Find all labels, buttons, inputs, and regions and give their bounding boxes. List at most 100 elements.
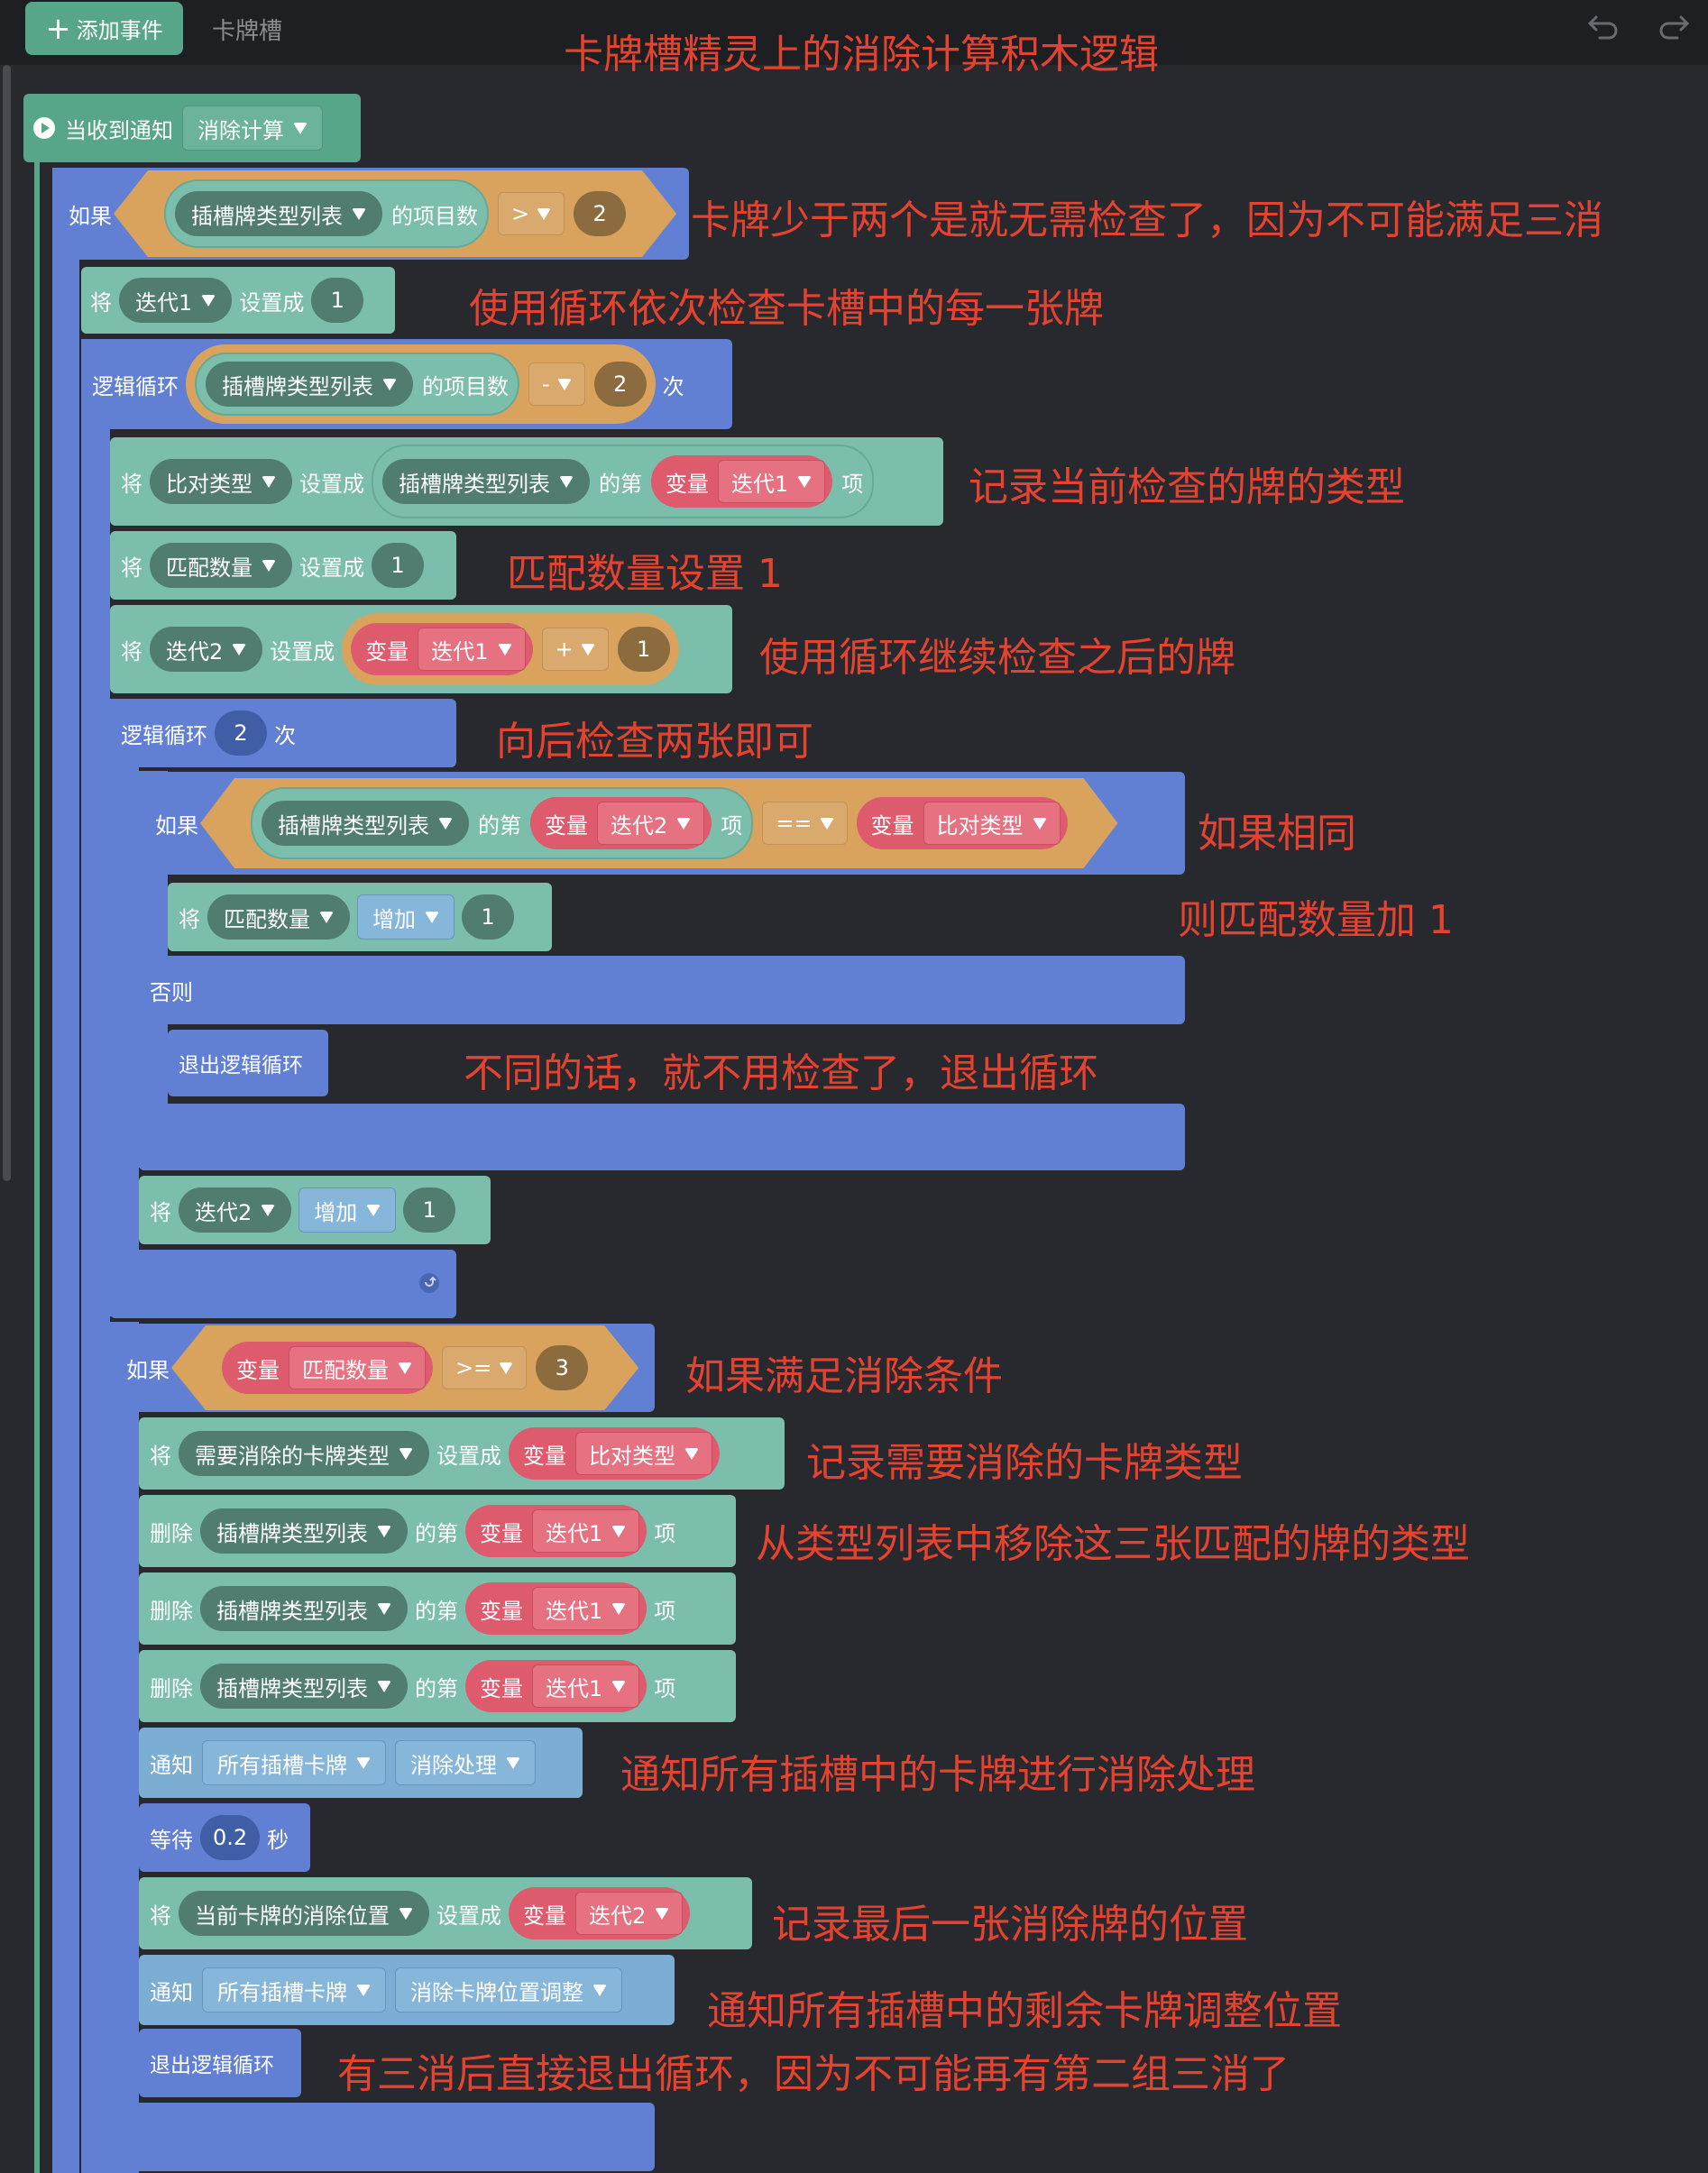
delete-list-item-block[interactable]: 删除 插槽牌类型列表 的第 变量迭代1 项 <box>139 1650 736 1722</box>
number-input[interactable]: 1 <box>311 278 364 323</box>
target-dropdown[interactable]: 所有插槽卡牌 <box>202 1967 386 2013</box>
list-dropdown[interactable]: 插槽牌类型列表 <box>206 362 413 407</box>
list-dropdown[interactable]: 插槽牌类型列表 <box>175 191 382 236</box>
target-dropdown[interactable]: 所有插槽卡牌 <box>202 1740 386 1785</box>
list-length-reporter[interactable]: 插槽牌类型列表 的项目数 <box>195 353 519 416</box>
seconds-input[interactable]: 0.2 <box>200 1815 261 1860</box>
variable-dropdown[interactable]: 匹配数量 <box>289 1346 426 1389</box>
delete-list-item-block[interactable]: 删除 插槽牌类型列表 的第 变量迭代1 项 <box>139 1572 736 1645</box>
variable-dropdown[interactable]: 迭代1 <box>532 1664 640 1708</box>
number-input[interactable]: 2 <box>593 362 647 407</box>
dropdown-arrow-icon <box>352 208 366 220</box>
variable-reporter[interactable]: 变量迭代1 <box>465 1660 647 1712</box>
variable-dropdown[interactable]: 迭代1 <box>718 460 826 503</box>
event-when-notified-block[interactable]: 当收到通知 消除计算 <box>23 94 361 162</box>
list-length-reporter[interactable]: 插槽牌类型列表 的项目数 <box>164 179 489 248</box>
operator-dropdown[interactable]: >= <box>442 1346 527 1389</box>
variable-dropdown[interactable]: 需要消除的卡牌类型 <box>179 1431 429 1476</box>
number-input[interactable]: 1 <box>617 627 670 672</box>
add-operator[interactable]: 变量迭代1 + 1 <box>342 613 679 685</box>
broadcast-block[interactable]: 通知 所有插槽卡牌 消除处理 <box>139 1728 583 1798</box>
variable-dropdown[interactable]: 迭代1 <box>532 1509 640 1553</box>
operator-dropdown[interactable]: == <box>762 802 847 845</box>
break-loop-block[interactable]: 退出逻辑循环 <box>139 2029 301 2097</box>
set-variable-block[interactable]: 将 需要消除的卡牌类型 设置成 变量比对类型 <box>139 1417 785 1490</box>
message-dropdown[interactable]: 消除处理 <box>395 1740 536 1785</box>
variable-reporter[interactable]: 变量匹配数量 <box>222 1342 433 1394</box>
change-op-dropdown[interactable]: 增加 <box>357 894 455 940</box>
delete-list-item-block[interactable]: 删除 插槽牌类型列表 的第 变量迭代1 项 <box>139 1495 736 1567</box>
variable-dropdown[interactable]: 比对类型 <box>575 1432 712 1475</box>
operator-dropdown[interactable]: - <box>528 362 585 406</box>
variable-reporter[interactable]: 变量比对类型 <box>509 1427 720 1480</box>
dropdown-arrow-icon <box>820 818 834 830</box>
list-dropdown[interactable]: 插槽牌类型列表 <box>262 801 469 846</box>
if-block-match-check[interactable]: 如果 变量匹配数量 >= 3 <box>110 1324 655 1412</box>
variable-reporter[interactable]: 变量迭代2 <box>509 1887 691 1939</box>
variable-reporter[interactable]: 变量迭代1 <box>651 455 833 508</box>
number-input[interactable]: 2 <box>574 191 626 236</box>
number-input[interactable]: 1 <box>372 543 424 588</box>
number-input[interactable]: 2 <box>215 711 267 756</box>
event-message-dropdown[interactable]: 消除计算 <box>182 105 323 151</box>
number-input[interactable]: 1 <box>403 1187 456 1233</box>
nth-label: 的第 <box>599 471 642 497</box>
add-event-button[interactable]: + 添加事件 <box>25 2 183 55</box>
list-item-reporter[interactable]: 插槽牌类型列表 的第 变量迭代1 项 <box>372 445 875 518</box>
broadcast-block[interactable]: 通知 所有插槽卡牌 消除卡牌位置调整 <box>139 1955 675 2025</box>
variable-dropdown[interactable]: 迭代2 <box>575 1892 684 1935</box>
variable-dropdown[interactable]: 匹配数量 <box>150 543 292 588</box>
if-block-list-count[interactable]: 如果 插槽牌类型列表 的项目数 > 2 <box>52 168 689 260</box>
annotation-set-iter2: 使用循环继续检查之后的牌 <box>759 635 1235 681</box>
change-op-dropdown[interactable]: 增加 <box>298 1187 397 1233</box>
redo-icon[interactable] <box>1656 13 1692 45</box>
set-variable-block[interactable]: 将 匹配数量 设置成 1 <box>110 531 456 600</box>
vertical-scrollbar[interactable] <box>3 65 11 1181</box>
equals-operator[interactable]: 插槽牌类型列表 的第 变量迭代2 项 == 变量比对类型 <box>200 778 1118 868</box>
set-variable-block[interactable]: 将 迭代2 设置成 变量迭代1 + 1 <box>110 605 732 693</box>
list-name: 插槽牌类型列表 <box>278 812 429 839</box>
set-variable-block[interactable]: 将 比对类型 设置成 插槽牌类型列表 的第 变量迭代1 项 <box>110 437 943 526</box>
repeat-loop-block[interactable]: 逻辑循环 2 次 <box>110 699 456 767</box>
compare-operator[interactable]: 插槽牌类型列表 的项目数 > 2 <box>114 170 676 257</box>
annotation-if2: 如果相同 <box>1198 811 1356 857</box>
set-variable-block[interactable]: 将 当前卡牌的消除位置 设置成 变量迭代2 <box>139 1877 752 1949</box>
variable-reporter[interactable]: 变量迭代1 <box>351 623 533 675</box>
variable-dropdown[interactable]: 迭代2 <box>150 627 263 672</box>
number-input[interactable]: 1 <box>462 894 514 940</box>
list-dropdown[interactable]: 插槽牌类型列表 <box>382 459 590 504</box>
variable-dropdown[interactable]: 当前卡牌的消除位置 <box>179 1891 429 1936</box>
variable-dropdown[interactable]: 迭代2 <box>597 802 704 845</box>
variable-reporter[interactable]: 变量迭代2 <box>530 797 712 849</box>
variable-dropdown[interactable]: 迭代1 <box>418 628 526 671</box>
change-variable-block[interactable]: 将 迭代2 增加 1 <box>139 1176 491 1244</box>
variable-dropdown[interactable]: 迭代1 <box>532 1587 640 1630</box>
variable-dropdown[interactable]: 迭代2 <box>179 1187 292 1233</box>
set-variable-block[interactable]: 将 迭代1 设置成 1 <box>81 267 395 334</box>
variable-reporter[interactable]: 变量比对类型 <box>857 797 1068 849</box>
operator-dropdown[interactable]: + <box>541 628 609 671</box>
if-else-block[interactable]: 如果 插槽牌类型列表 的第 变量迭代2 项 == 变量比对类型 <box>139 772 1185 875</box>
list-dropdown[interactable]: 插槽牌类型列表 <box>200 1508 408 1554</box>
break-loop-block[interactable]: 退出逻辑循环 <box>168 1030 328 1096</box>
variable-reporter[interactable]: 变量迭代1 <box>465 1582 647 1635</box>
variable-dropdown[interactable]: 匹配数量 <box>207 894 350 940</box>
message-dropdown[interactable]: 消除卡牌位置调整 <box>395 1967 622 2013</box>
list-dropdown[interactable]: 插槽牌类型列表 <box>200 1664 408 1709</box>
list-item-reporter[interactable]: 插槽牌类型列表 的第 变量迭代2 项 <box>251 787 753 859</box>
number-input[interactable]: 3 <box>536 1345 588 1390</box>
sprite-name-tab[interactable]: 卡牌槽 <box>212 18 283 45</box>
dropdown-arrow-icon <box>261 1204 276 1216</box>
undo-icon[interactable] <box>1585 13 1621 45</box>
change-variable-block[interactable]: 将 匹配数量 增加 1 <box>168 883 552 951</box>
wait-block[interactable]: 等待 0.2 秒 <box>139 1803 310 1872</box>
variable-reporter[interactable]: 变量迭代1 <box>465 1505 647 1557</box>
subtract-operator[interactable]: 插槽牌类型列表 的项目数 - 2 <box>186 344 656 424</box>
variable-dropdown[interactable]: 迭代1 <box>119 278 233 323</box>
repeat-loop-block[interactable]: 逻辑循环 插槽牌类型列表 的项目数 - 2 次 <box>81 339 732 429</box>
gte-operator[interactable]: 变量匹配数量 >= 3 <box>171 1325 638 1410</box>
operator-dropdown[interactable]: > <box>498 192 565 235</box>
variable-dropdown[interactable]: 比对类型 <box>150 459 292 504</box>
list-dropdown[interactable]: 插槽牌类型列表 <box>200 1586 408 1631</box>
variable-dropdown[interactable]: 比对类型 <box>923 802 1061 845</box>
